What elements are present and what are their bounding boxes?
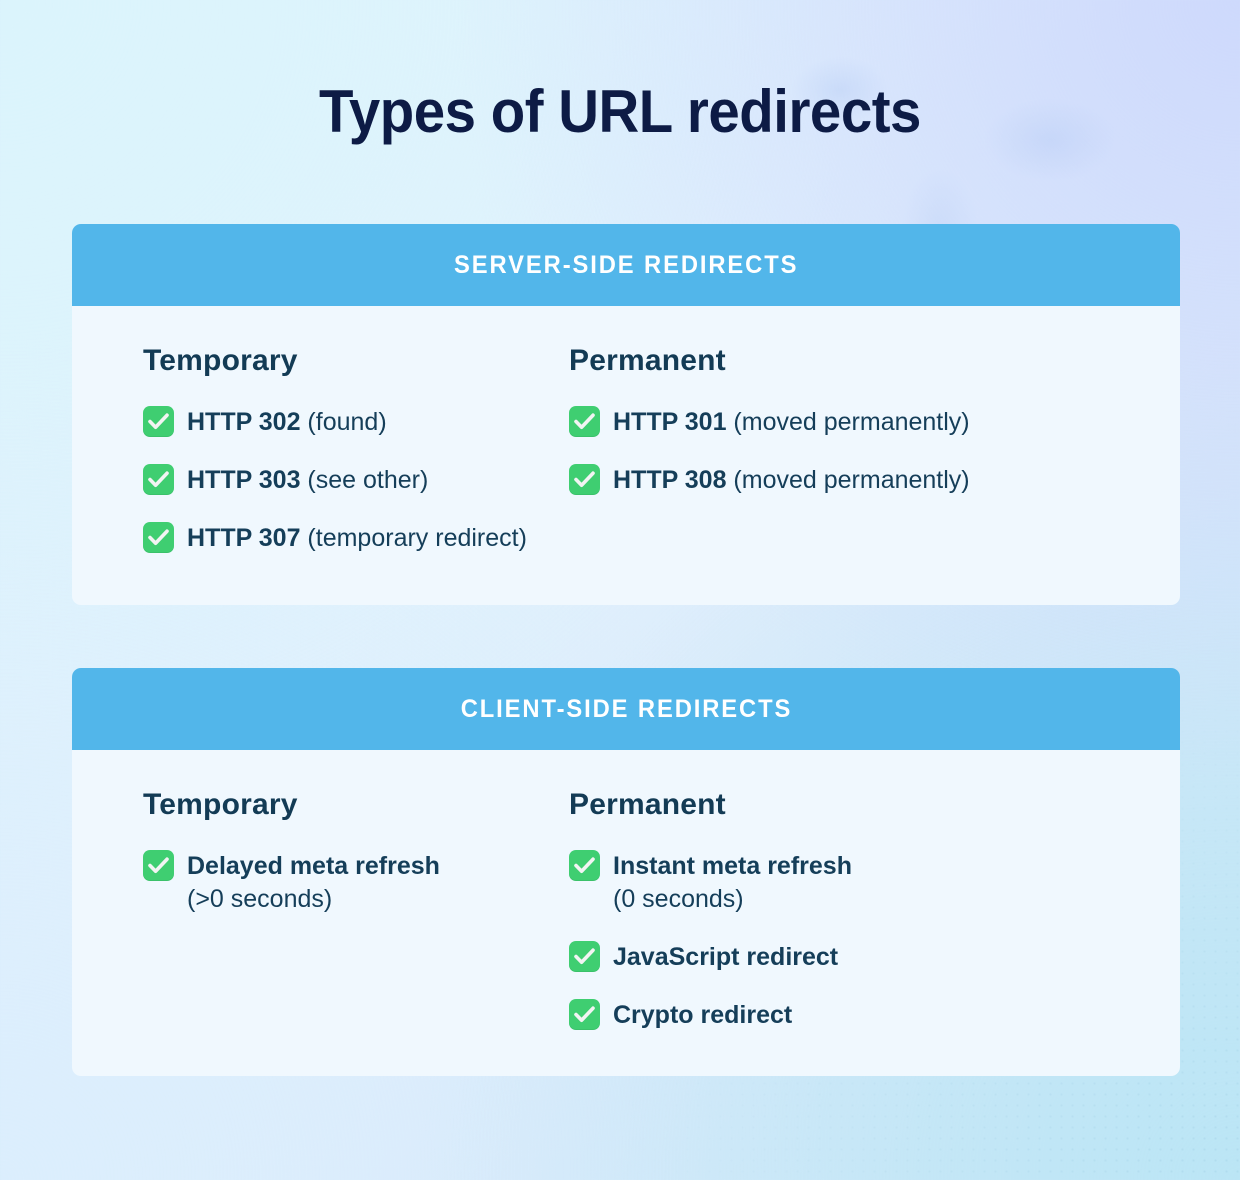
section-server-side: SERVER-SIDE REDIRECTS Temporary HTTP 302… [72,224,1180,605]
item-list: Instant meta refresh (0 seconds) JavaScri… [569,849,1129,1032]
section-header-server-side: SERVER-SIDE REDIRECTS [72,224,1180,306]
column-client-permanent: Permanent Instant meta refresh (0 seconds… [569,788,1129,1042]
list-item-text: Crypto redirect [613,998,792,1032]
item-strong: HTTP 302 [187,408,301,436]
list-item-text: HTTP 307 (temporary redirect) [187,521,527,555]
item-strong: Instant meta refresh [613,852,852,880]
check-box-icon [569,850,600,881]
item-strong: Crypto redirect [613,1001,793,1029]
list-item: Crypto redirect [569,998,1129,1032]
list-item-text: HTTP 303 (see other) [187,463,428,497]
check-box-icon [569,999,600,1030]
list-item: HTTP 308 (moved permanently) [569,463,1129,497]
check-box-icon [143,850,174,881]
item-strong: JavaScript redirect [613,943,839,971]
item-strong: HTTP 307 [187,524,301,552]
column-server-permanent: Permanent HTTP 301 (moved permanently) [569,344,1129,571]
check-box-icon [143,522,174,553]
item-strong: HTTP 303 [187,466,301,494]
list-item: HTTP 307 (temporary redirect) [143,521,569,555]
column-server-temporary: Temporary HTTP 302 (found) [72,344,569,571]
section-body-client-side: Temporary Delayed meta refresh (>0 second… [72,750,1180,1076]
list-item: JavaScript redirect [569,940,1129,974]
item-strong: HTTP 308 [613,466,727,494]
section-header-label: CLIENT-SIDE REDIRECTS [460,694,792,723]
column-title: Permanent [569,788,726,821]
check-box-icon [569,464,600,495]
page-title: Types of URL redirects [319,78,921,145]
item-note: (moved permanently) [726,466,970,494]
check-box-icon [143,406,174,437]
list-item-text: Delayed meta refresh (>0 seconds) [187,849,440,916]
item-subtext: (>0 seconds) [187,885,333,913]
item-strong: Delayed meta refresh [187,852,440,880]
column-client-temporary: Temporary Delayed meta refresh (>0 second… [72,788,569,1042]
list-item-text: HTTP 301 (moved permanently) [613,405,970,439]
check-box-icon [569,941,600,972]
list-item: HTTP 302 (found) [143,405,569,439]
section-header-client-side: CLIENT-SIDE REDIRECTS [72,668,1180,750]
list-item: HTTP 303 (see other) [143,463,569,497]
item-list: HTTP 302 (found) HTTP 303 (see other) [143,405,569,555]
item-list: HTTP 301 (moved permanently) HTTP 308 (m… [569,405,1129,497]
column-title: Temporary [143,788,298,821]
item-note: (temporary redirect) [300,524,527,552]
list-item-text: JavaScript redirect [613,940,838,974]
item-note: (moved permanently) [726,408,970,436]
list-item: Delayed meta refresh (>0 seconds) [143,849,569,916]
section-client-side: CLIENT-SIDE REDIRECTS Temporary Delayed … [72,668,1180,1076]
list-item: Instant meta refresh (0 seconds) [569,849,1129,916]
check-box-icon [569,406,600,437]
column-title: Permanent [569,344,726,377]
list-item-text: HTTP 302 (found) [187,405,387,439]
list-item-text: HTTP 308 (moved permanently) [613,463,970,497]
item-note: (found) [300,408,387,436]
list-item-text: Instant meta refresh (0 seconds) [613,849,852,916]
item-note: (see other) [300,466,429,494]
list-item: HTTP 301 (moved permanently) [569,405,1129,439]
item-list: Delayed meta refresh (>0 seconds) [143,849,569,916]
column-title: Temporary [143,344,298,377]
section-header-label: SERVER-SIDE REDIRECTS [453,250,799,279]
check-box-icon [143,464,174,495]
item-subtext: (0 seconds) [613,885,744,913]
section-body-server-side: Temporary HTTP 302 (found) [72,306,1180,605]
item-strong: HTTP 301 [613,408,727,436]
